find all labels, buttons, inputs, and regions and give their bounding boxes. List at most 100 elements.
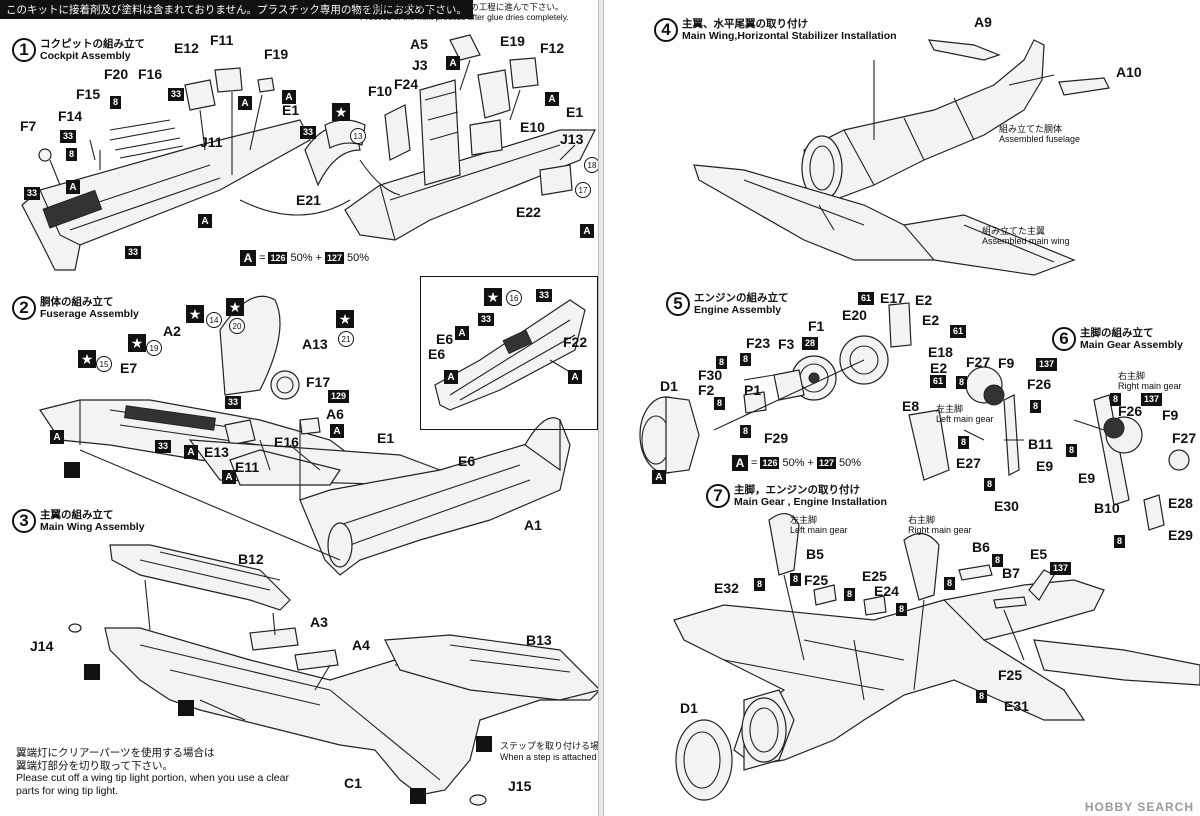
part-label: E30 bbox=[994, 498, 1019, 514]
left-illustrations bbox=[21, 34, 598, 806]
left-page: このキットに接着剤及び塗料は含まれておりません。プラスチック専用の物を別にお求め… bbox=[0, 0, 598, 816]
part-label: J3 bbox=[412, 57, 428, 73]
paint-badge: 8 bbox=[716, 356, 728, 369]
paint-a-box: A bbox=[184, 445, 198, 459]
part-label: A13 bbox=[302, 336, 328, 352]
paint-badge: 8 bbox=[66, 148, 78, 161]
decal-star-icon: ★ bbox=[484, 288, 502, 306]
paint-badge: 8 bbox=[754, 578, 766, 591]
part-label: A6 bbox=[326, 406, 344, 422]
part-label: F27 bbox=[1172, 430, 1197, 446]
notice-banner: このキットに接着剤及び塗料は含まれておりません。プラスチック専用の物を別にお求め… bbox=[0, 0, 473, 19]
paint-badge: 8 bbox=[1110, 393, 1122, 406]
left-gear-note: 左主脚 Left main gear bbox=[936, 404, 994, 424]
paint-badge: 8 bbox=[740, 425, 752, 438]
paint-a-box: A bbox=[444, 370, 458, 384]
part-label: E6 bbox=[458, 453, 476, 469]
part-label: E32 bbox=[714, 580, 739, 596]
decal-star-icon: ★ bbox=[332, 103, 350, 121]
part-label: F7 bbox=[20, 118, 37, 134]
part-label: B6 bbox=[972, 539, 990, 555]
part-label: E27 bbox=[956, 455, 981, 471]
paint-a-box: A bbox=[545, 92, 559, 106]
part-label: E31 bbox=[1004, 698, 1029, 714]
paint-badge: 8 bbox=[984, 478, 996, 491]
part-label: F26 bbox=[1027, 376, 1052, 392]
part-label: E1 bbox=[282, 102, 300, 118]
part-label: E2 bbox=[915, 292, 933, 308]
part-label: P1 bbox=[744, 382, 762, 398]
detail-inset bbox=[420, 276, 598, 430]
paint-badge: 8 bbox=[958, 436, 970, 449]
paint-badge: 8 bbox=[790, 573, 802, 586]
paint-mix-note: A = 126 50% + 127 50% bbox=[732, 455, 861, 471]
paint-badge: 33 bbox=[125, 246, 142, 259]
right-gear-note: 右主脚 Right main gear bbox=[908, 515, 972, 535]
part-label: F16 bbox=[138, 66, 163, 82]
watermark: HOBBY SEARCH bbox=[1084, 800, 1194, 814]
step-7-number: 7 bbox=[706, 484, 730, 508]
glue-icon bbox=[410, 788, 426, 804]
part-label: F20 bbox=[104, 66, 129, 82]
paint-badge: 28 bbox=[802, 337, 819, 350]
part-label: F9 bbox=[998, 355, 1015, 371]
paint-mix-note: A = 126 50% + 127 50% bbox=[240, 250, 369, 266]
step-2-number: 2 bbox=[12, 296, 36, 320]
part-label: E19 bbox=[500, 33, 525, 49]
paint-badge: 61 bbox=[858, 292, 875, 305]
part-label: J14 bbox=[30, 638, 54, 654]
part-label: C1 bbox=[344, 775, 362, 791]
part-label: F2 bbox=[698, 382, 715, 398]
wingtip-note: 翼端灯にクリアーパーツを使用する場合は 翼端灯部分を切り取って下さい。 Plea… bbox=[16, 747, 289, 797]
part-label: E1 bbox=[377, 430, 395, 446]
step-6-number: 6 bbox=[1052, 327, 1076, 351]
part-label: B5 bbox=[806, 546, 824, 562]
decal-number: 15 bbox=[96, 356, 112, 372]
part-label: F14 bbox=[58, 108, 83, 124]
left-gear-note: 左主脚 Left main gear bbox=[790, 515, 848, 535]
part-label: E10 bbox=[520, 119, 545, 135]
decal-number: 13 bbox=[350, 128, 366, 144]
paint-badge: 8 bbox=[844, 588, 856, 601]
part-label: B11 bbox=[1028, 436, 1053, 452]
part-label: E7 bbox=[120, 360, 138, 376]
part-label: E5 bbox=[1030, 546, 1048, 562]
part-label: F26 bbox=[1118, 403, 1143, 419]
glue-note: 接着剤が完全に乾いてから次の工程に進んで下さい。 Proceed in the … bbox=[360, 2, 569, 22]
paint-badge: 8 bbox=[1114, 535, 1126, 548]
part-label: E16 bbox=[274, 434, 299, 450]
step-attach-note: ステップを取り付ける場合は When a step is attached bbox=[500, 741, 598, 762]
paint-a-box: A bbox=[50, 430, 64, 444]
paint-badge: 61 bbox=[930, 375, 947, 388]
part-label: E9 bbox=[1078, 470, 1096, 486]
paint-badge: 33 bbox=[168, 88, 185, 101]
part-label: F12 bbox=[540, 40, 565, 56]
part-label: E24 bbox=[874, 583, 899, 599]
paint-badge: 61 bbox=[950, 325, 967, 338]
paint-badge: 137 bbox=[1141, 393, 1163, 406]
step-5-number: 5 bbox=[666, 292, 690, 316]
part-label: F23 bbox=[746, 335, 771, 351]
part-label: F27 bbox=[966, 354, 991, 370]
part-label: E2 bbox=[922, 312, 940, 328]
right-gear-note: 右主脚 Right main gear bbox=[1118, 371, 1182, 391]
part-label: E25 bbox=[862, 568, 887, 584]
glue-icon bbox=[64, 462, 80, 478]
paint-badge: 137 bbox=[1036, 358, 1058, 371]
part-label: E28 bbox=[1168, 495, 1193, 511]
part-label: F22 bbox=[563, 334, 588, 350]
paint-badge: 33 bbox=[60, 130, 77, 143]
decal-number: 19 bbox=[146, 340, 162, 356]
part-label: E8 bbox=[902, 398, 920, 414]
decal-number: 20 bbox=[229, 318, 245, 334]
paint-badge: 33 bbox=[155, 440, 172, 453]
part-label: F10 bbox=[368, 83, 393, 99]
paint-badge: 8 bbox=[896, 603, 908, 616]
part-label: E29 bbox=[1168, 527, 1193, 543]
decal-number: 16 bbox=[506, 290, 522, 306]
